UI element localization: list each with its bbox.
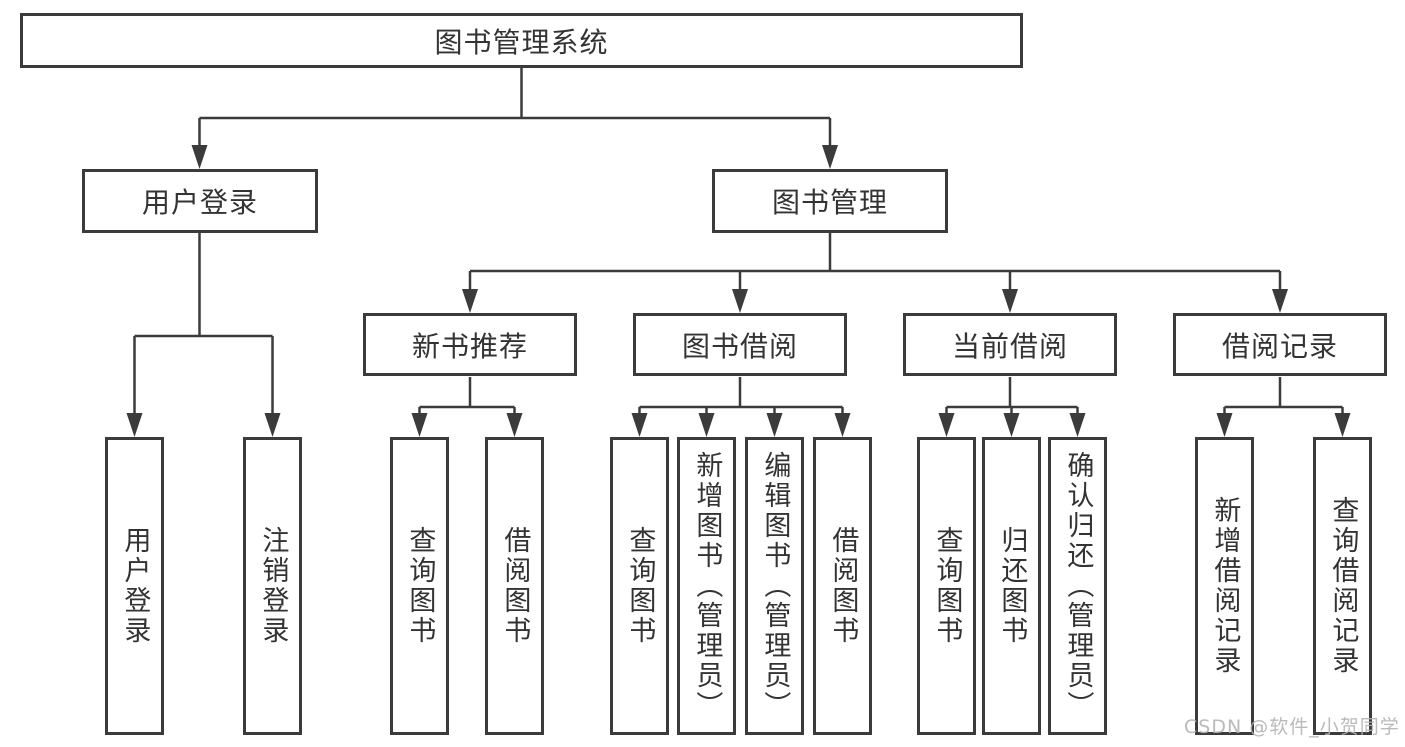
leaf-query-books-borrow: 查询图书: [610, 437, 669, 735]
leaf-user-login: 用户登录: [105, 437, 164, 735]
node-label: 注销登录: [257, 526, 289, 646]
node-book-management: 图书管理: [712, 169, 948, 233]
leaf-logout: 注销登录: [243, 437, 302, 735]
leaf-borrow-books-recommend: 借阅图书: [485, 437, 544, 735]
node-label: 图书管理: [771, 186, 888, 219]
node-label: 编辑图书（管理员）: [759, 451, 791, 721]
leaf-query-books-recommend: 查询图书: [390, 437, 449, 735]
node-label: 图书管理系统: [434, 25, 609, 59]
node-label: 确认归还（管理员）: [1062, 451, 1094, 721]
leaf-return-book: 归还图书: [982, 437, 1041, 735]
node-label: 新书推荐: [411, 329, 528, 363]
node-library-system: 图书管理系统: [20, 13, 1023, 68]
node-label: 当前借阅: [951, 329, 1068, 363]
leaf-borrow-books: 借阅图书: [813, 437, 872, 735]
node-user-login: 用户登录: [82, 169, 318, 233]
node-current-borrowing: 当前借阅: [903, 313, 1117, 376]
leaf-confirm-return-admin: 确认归还（管理员）: [1048, 437, 1107, 735]
leaf-edit-book-admin: 编辑图书（管理员）: [745, 437, 804, 735]
node-label: 借阅图书: [827, 526, 859, 646]
node-book-borrowing: 图书借阅: [633, 313, 847, 376]
node-label: 新增图书（管理员）: [691, 451, 723, 721]
arrowheads: [126, 145, 1351, 437]
node-label: 查询借阅记录: [1327, 496, 1359, 676]
leaf-add-borrow-record: 新增借阅记录: [1195, 437, 1254, 735]
node-label: 查询图书: [624, 526, 656, 646]
leaf-query-books-current: 查询图书: [917, 437, 976, 735]
leaf-add-book-admin: 新增图书（管理员）: [677, 437, 736, 735]
node-label: 图书借阅: [681, 329, 798, 363]
watermark: CSDN @软件_小贺同学: [1184, 716, 1400, 738]
node-label: 查询图书: [404, 526, 436, 646]
node-borrowing-records: 借阅记录: [1173, 313, 1387, 376]
node-label: 借阅记录: [1221, 329, 1338, 363]
node-label: 新增借阅记录: [1209, 496, 1241, 676]
node-label: 归还图书: [996, 526, 1028, 646]
node-label: 查询图书: [931, 526, 963, 646]
node-label: 用户登录: [141, 186, 258, 219]
node-new-book-recommend: 新书推荐: [363, 313, 577, 376]
leaf-query-borrow-record: 查询借阅记录: [1313, 437, 1372, 735]
node-label: 借阅图书: [499, 526, 531, 646]
node-label: 用户登录: [119, 526, 151, 646]
